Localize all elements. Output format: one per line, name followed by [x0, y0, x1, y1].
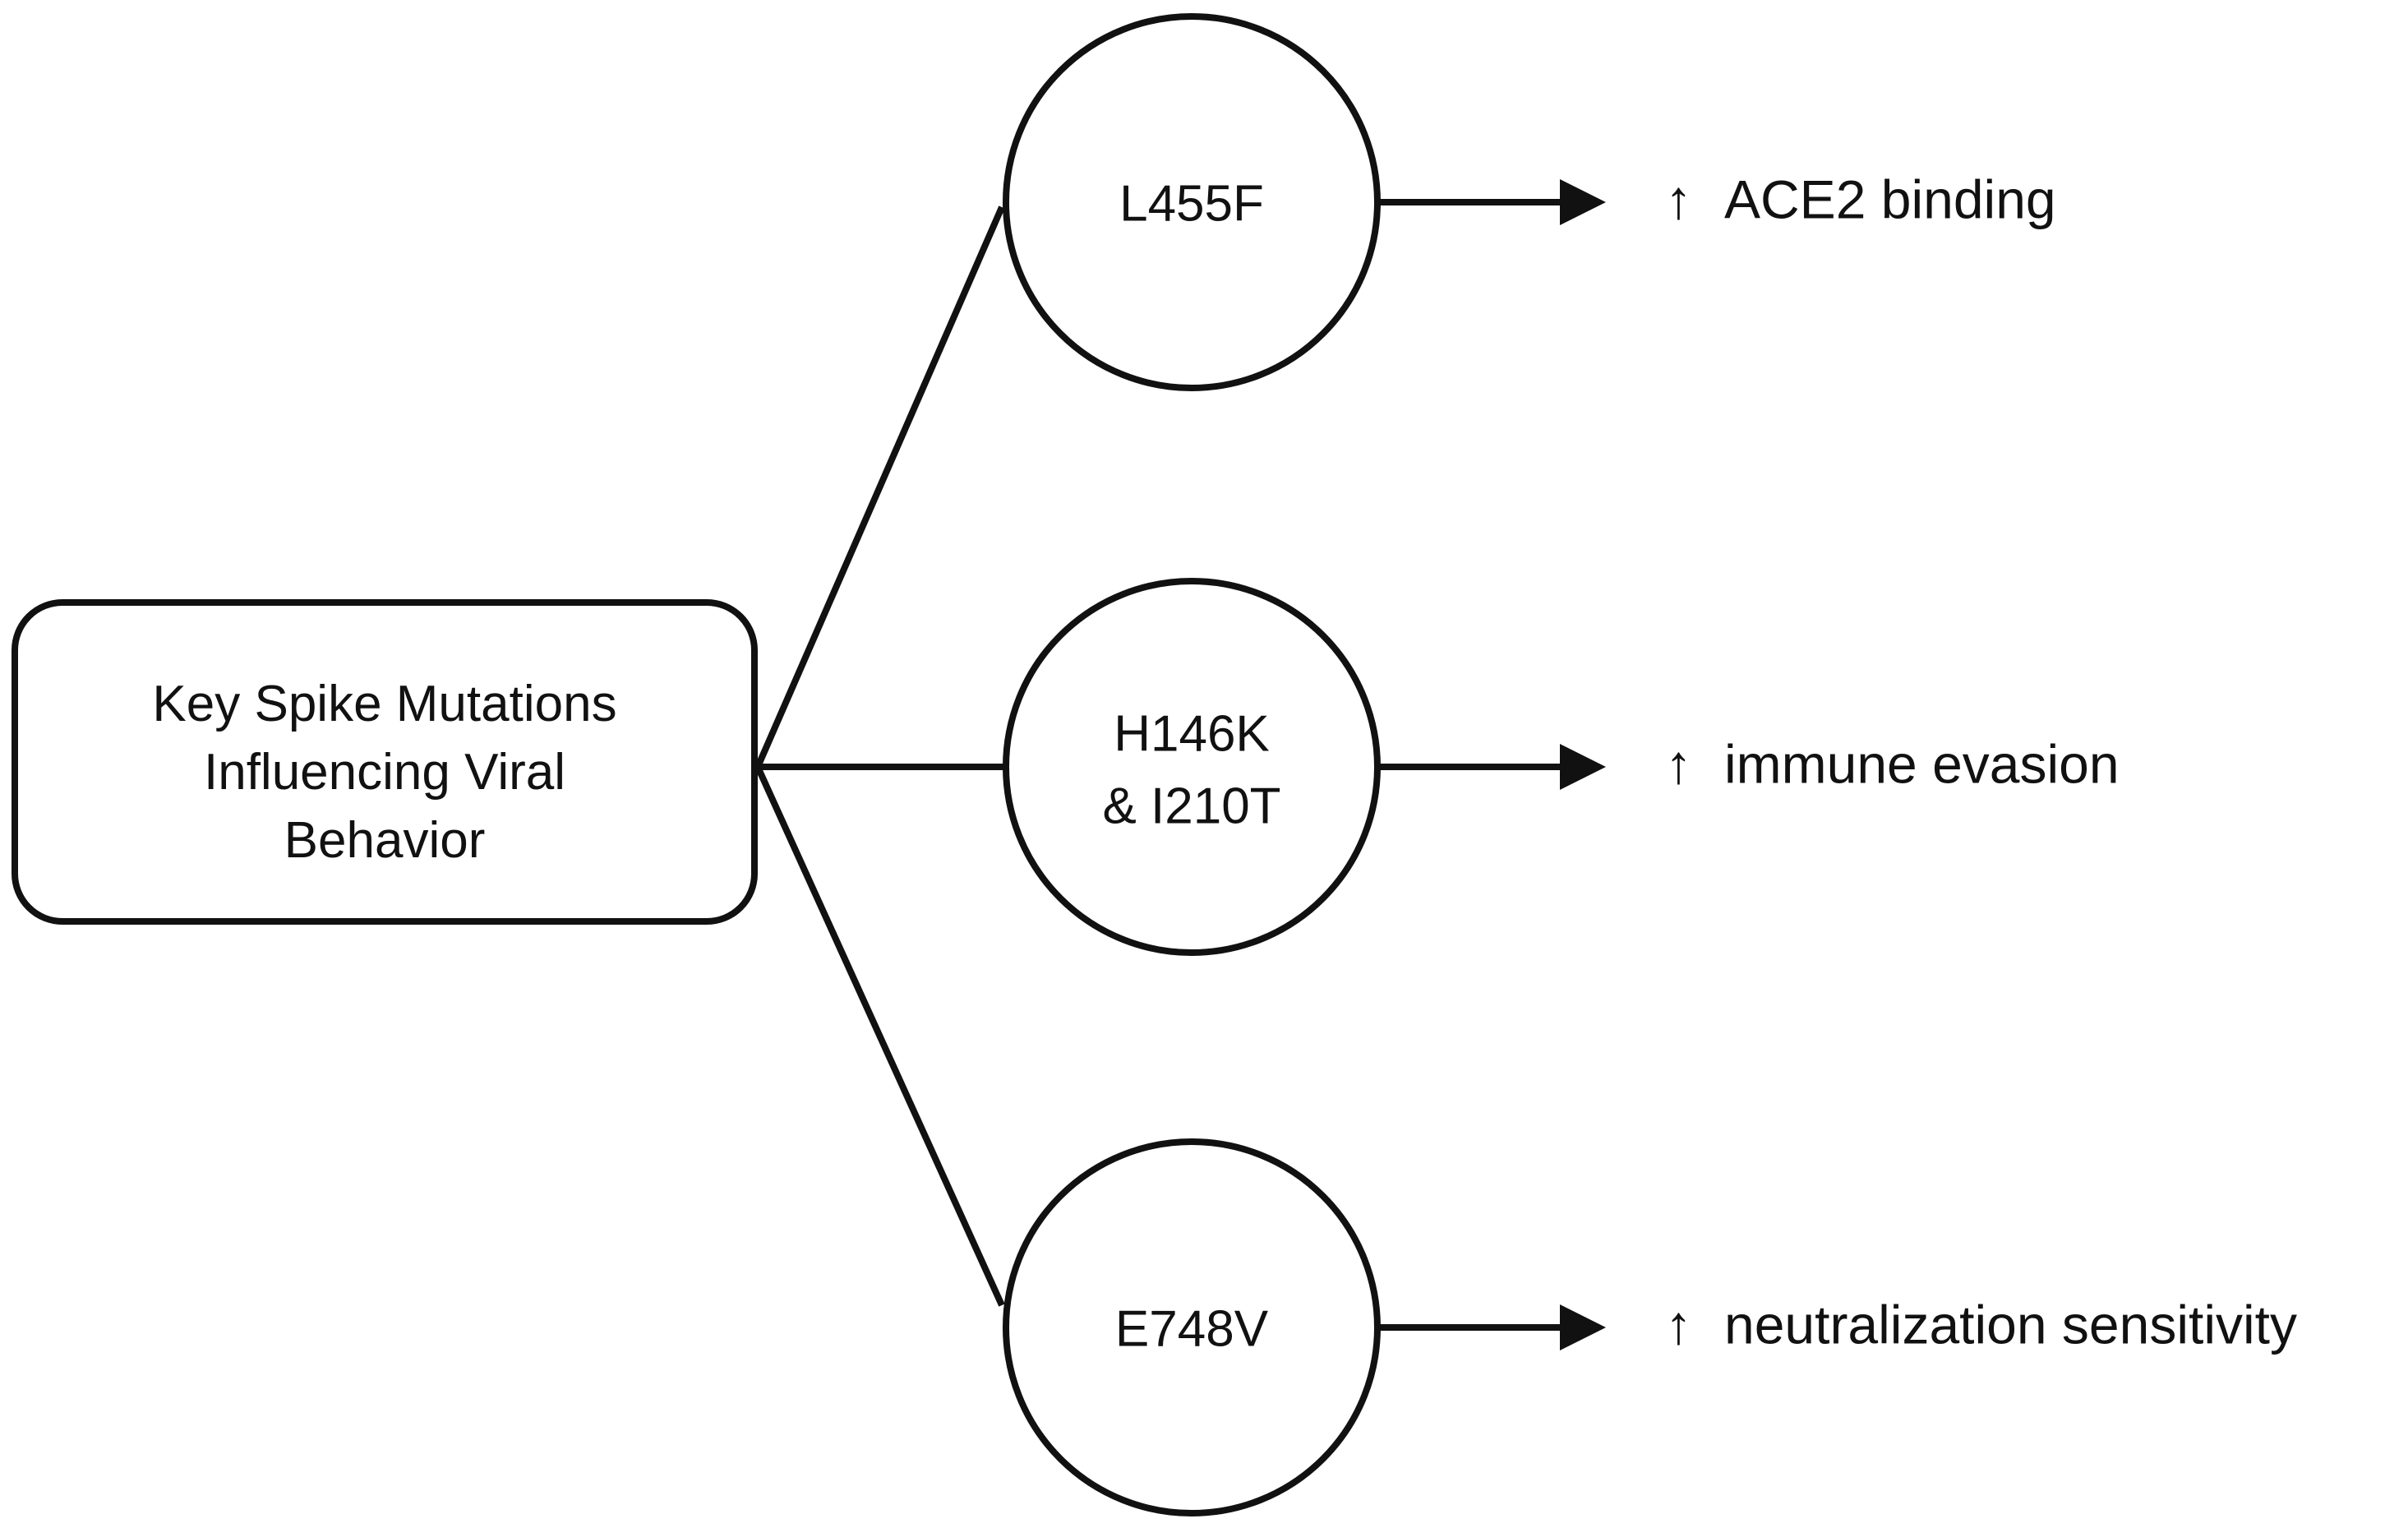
arrow-h146k-i210t-to-immune-evasion-head — [1560, 744, 1606, 790]
mutation-node-h146k-i210t-label-line-1: H146K — [1114, 705, 1270, 762]
connector-root-to-l455f — [754, 205, 1005, 769]
outcome-label-neutralization-sensitivity-arrow: ↑ — [1665, 1294, 1692, 1355]
mutation-node-l455f-label: L455F — [1119, 175, 1264, 232]
arrow-l455f-to-ace2-binding-head — [1560, 179, 1606, 225]
outcome-label-immune-evasion: immune evasion — [1724, 733, 2120, 794]
outcome-label-immune-evasion-arrow: ↑ — [1665, 733, 1692, 794]
outcome-label-neutralization-sensitivity: neutralization sensitivity — [1724, 1294, 2297, 1355]
connector-root-to-e748v — [754, 765, 1005, 1307]
arrow-e748v-to-neutralization-sensitivity-head — [1560, 1304, 1606, 1350]
mutation-node-e748v-label: E748V — [1115, 1300, 1269, 1357]
outcome-label-ace2-binding: ACE2 binding — [1724, 168, 2056, 229]
root-node-label-line-2: Influencing Viral — [204, 744, 565, 801]
mutation-node-h146k-i210t[interactable] — [1003, 578, 1381, 956]
mutation-node-h146k-i210t-label-line-2: & I210T — [1102, 778, 1280, 834]
root-node-box[interactable] — [12, 599, 758, 925]
outcome-label-ace2-binding-arrow: ↑ — [1665, 168, 1692, 229]
root-node-label-line-1: Key Spike Mutations — [152, 676, 616, 732]
root-node-label-line-3: Behavior — [284, 812, 486, 869]
